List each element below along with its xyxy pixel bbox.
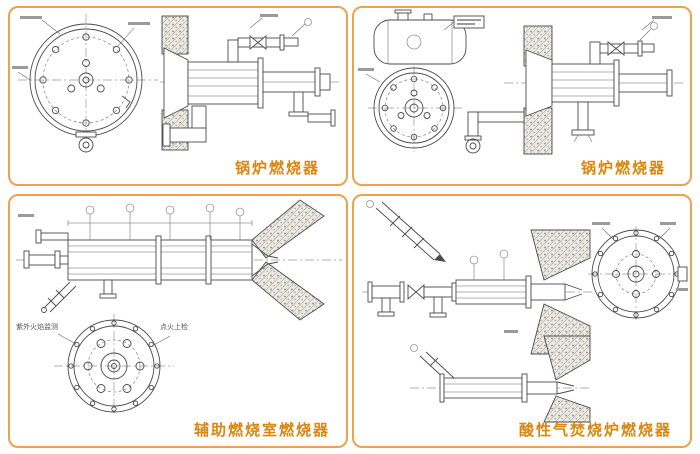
panel-aux-chamber-burner: 紫外火焰监测 点火上检 辅助燃烧室燃烧器: [8, 194, 348, 448]
igniter-detail: [366, 200, 446, 262]
boiler-burner-drawing-2: [358, 9, 686, 155]
longitudinal-section: [16, 199, 342, 321]
front-flange-view: [12, 14, 158, 153]
section-detail: [410, 330, 592, 423]
panel-caption: 酸性气焚烧炉燃烧器: [518, 422, 672, 439]
flange-face-view: [54, 314, 174, 416]
boiler-burner-drawing-1: [12, 14, 342, 153]
flange-face-view: [588, 222, 688, 322]
aux-burner-drawing: [16, 199, 342, 416]
panel-caption: 锅炉燃烧器: [580, 160, 666, 177]
burner-section: [362, 229, 592, 355]
section-view: [464, 16, 686, 155]
panel-caption: 锅炉燃烧器: [234, 160, 320, 177]
panel-caption: 辅助燃烧室燃烧器: [193, 422, 330, 439]
panel-acid-gas-burner: 酸性气焚烧炉燃烧器: [352, 194, 692, 448]
section-view: [160, 14, 342, 151]
annotation-igniter-position: 点火上检: [160, 324, 188, 331]
front-flange-view: [358, 66, 462, 152]
acid-gas-burner-drawing: [362, 200, 688, 423]
panel-boiler-burner-2: 锅炉燃烧器: [352, 6, 692, 186]
panel-boiler-burner-1: 锅炉燃烧器: [8, 6, 348, 186]
vessel-view: [373, 9, 485, 65]
annotation-uv-flame-monitor: 紫外火焰监测: [16, 324, 58, 331]
